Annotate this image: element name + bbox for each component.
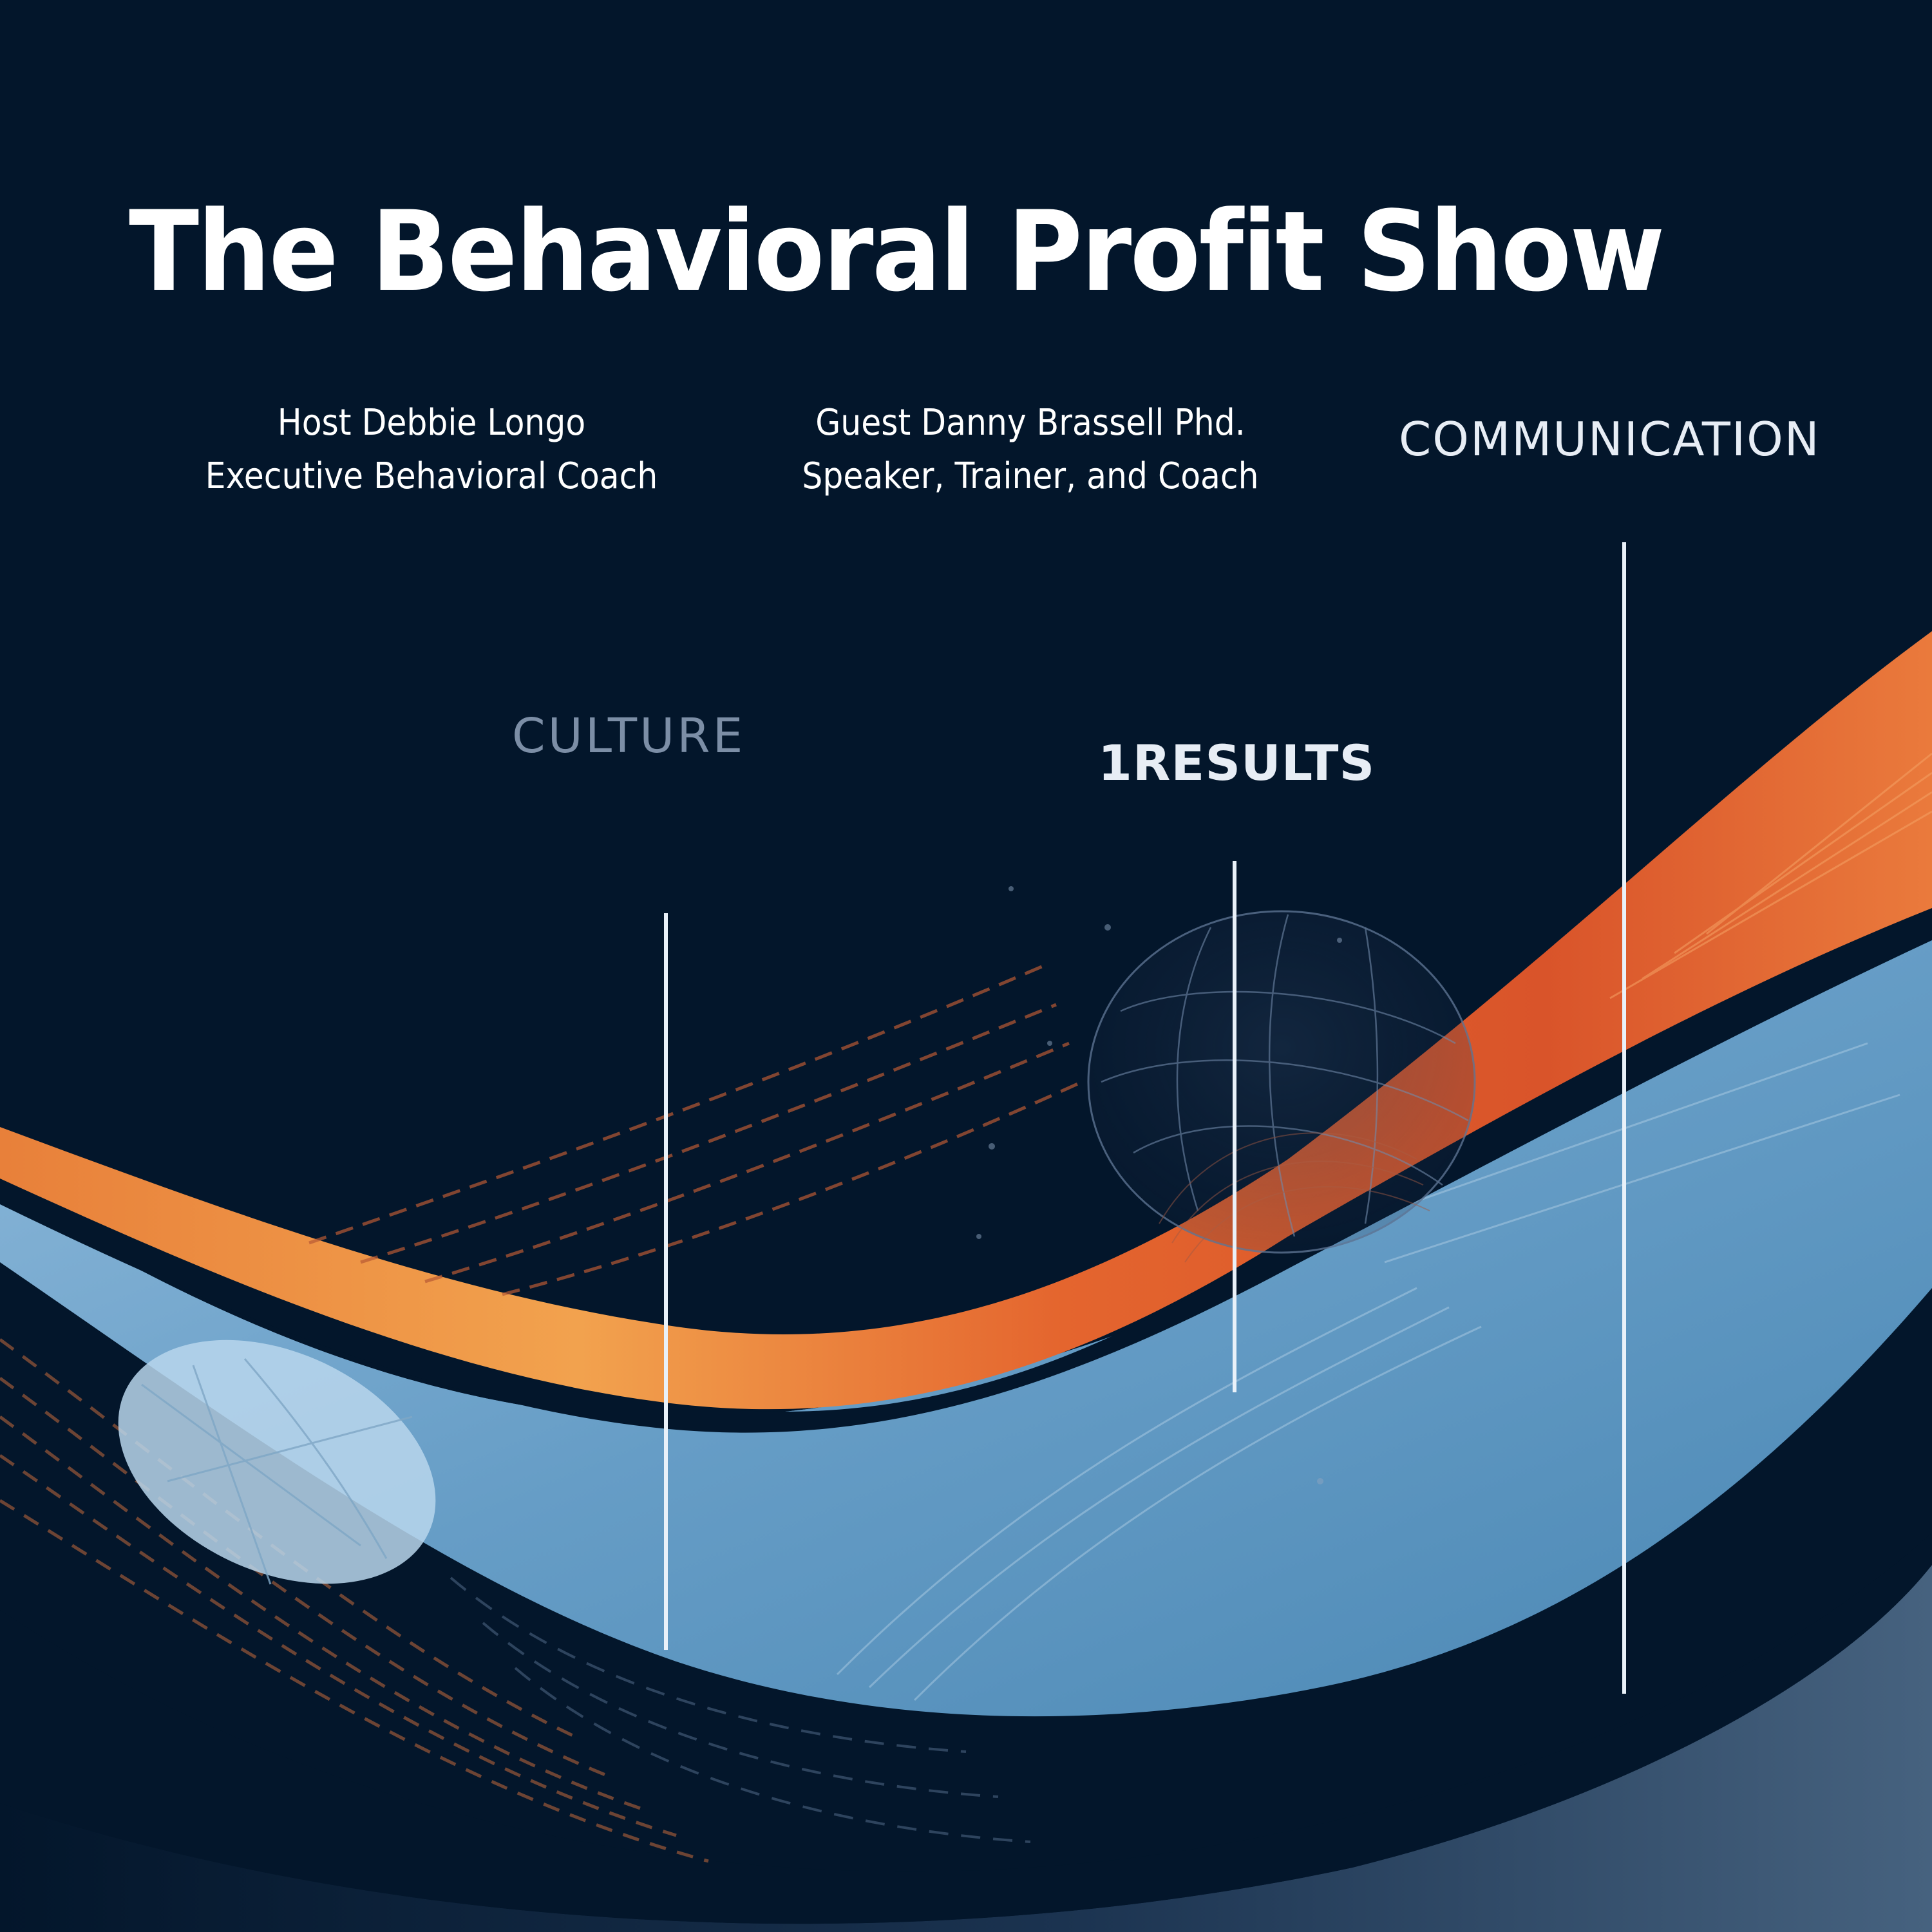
- results-label: 1RESULTS: [1098, 734, 1376, 791]
- host-role: Executive Behavioral Coach: [205, 455, 658, 497]
- host-name: Host Debbie Longo: [277, 402, 586, 444]
- bottom-gradient-band: [0, 1565, 1932, 1932]
- guest-name: Guest Danny Brassell Phd.: [815, 402, 1245, 444]
- host-credit: Host Debbie Longo Executive Behavioral C…: [182, 396, 681, 503]
- wireframe-globe: [1087, 910, 1476, 1263]
- light-shape: [118, 1340, 436, 1584]
- guest-role: Speaker, Trainer, and Coach: [802, 455, 1259, 497]
- guest-credit: Guest Danny Brassell Phd. Speaker, Train…: [775, 396, 1285, 503]
- show-title: The Behavioral Profit Show: [129, 187, 1665, 316]
- culture-label: CULTURE: [512, 708, 746, 764]
- orange-wave-band: [0, 631, 1932, 1410]
- dashed-texture: [0, 1338, 709, 1863]
- communication-label: COMMUNICATION: [1399, 412, 1821, 466]
